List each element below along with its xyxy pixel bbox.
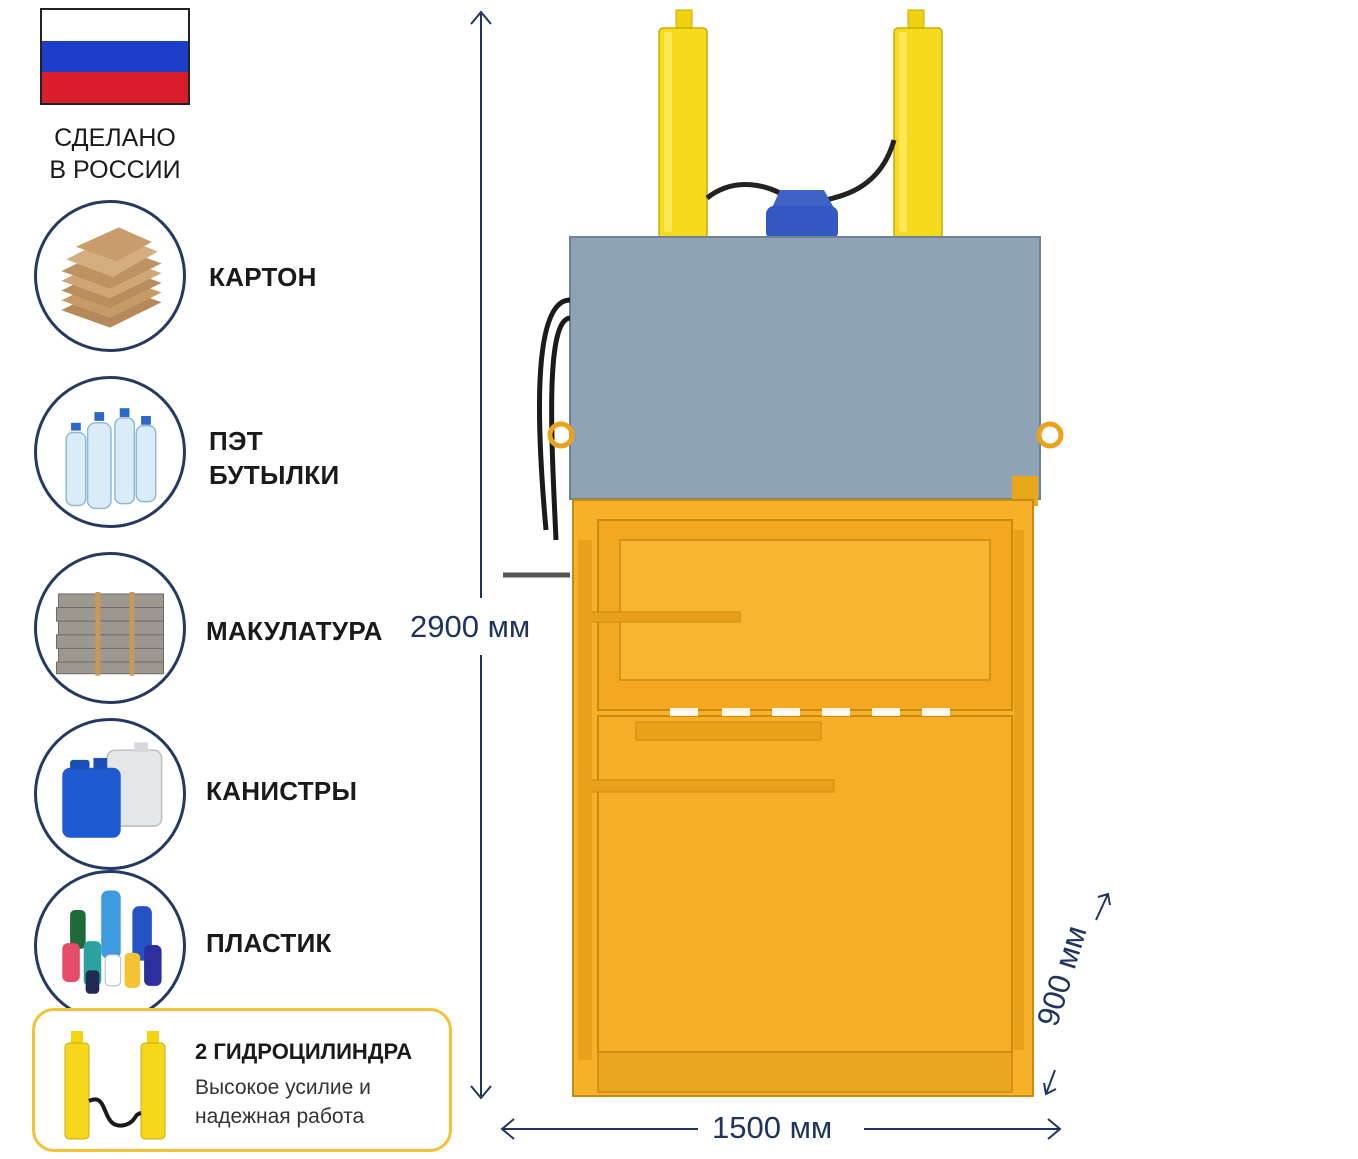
feature-card: 2 ГИДРОЦИЛИНДРА Высокое усилие и надежна…: [32, 1008, 452, 1152]
material-label-plastic: ПЛАСТИК: [206, 928, 332, 958]
press-head-housing: [569, 236, 1041, 500]
height-dimension-line: [470, 10, 492, 1100]
material-label-canisters: КАНИСТРЫ: [206, 776, 358, 806]
material-label-pet-line2: БУТЫЛКИ: [209, 460, 340, 490]
russian-flag-icon: [40, 8, 190, 105]
flag-stripe-blue: [42, 40, 188, 72]
plastic-icon: [34, 870, 186, 1022]
material-label-wastepaper: МАКУЛАТУРА: [206, 616, 383, 646]
feature-title: 2 ГИДРОЦИЛИНДРА: [195, 1039, 413, 1064]
flag-stripe-white: [42, 10, 188, 41]
depth-dimension-label: 900 мм: [1030, 921, 1094, 1031]
wastepaper-icon: [34, 552, 186, 704]
flag-stripe-red: [42, 71, 188, 103]
canisters-icon: [34, 718, 186, 870]
hydraulic-cylinders-icon: [64, 1031, 166, 1140]
baler-body: [572, 499, 1034, 1097]
made-in-russia-label: СДЕЛАНО В РОССИИ: [30, 122, 200, 186]
cardboard-icon: [34, 200, 186, 352]
pet-bottles-icon: [34, 376, 186, 528]
material-label-pet: ПЭТ БУТЫЛКИ: [209, 424, 339, 492]
feature-text: Высокое усилие и надежная работа: [195, 1076, 371, 1128]
material-label-cardboard: КАРТОН: [209, 262, 317, 292]
made-line-2: В РОССИИ: [49, 156, 181, 184]
hydraulic-cylinder-right: [893, 9, 943, 239]
hydraulic-cylinder-left: [658, 9, 708, 239]
width-dimension-label: 1500 мм: [712, 1110, 833, 1145]
height-dimension-label: 2900 мм: [410, 609, 531, 644]
material-label-pet-line1: ПЭТ: [209, 426, 263, 456]
made-line-1: СДЕЛАНО: [54, 124, 176, 152]
oil-tank-cap: [766, 190, 838, 240]
